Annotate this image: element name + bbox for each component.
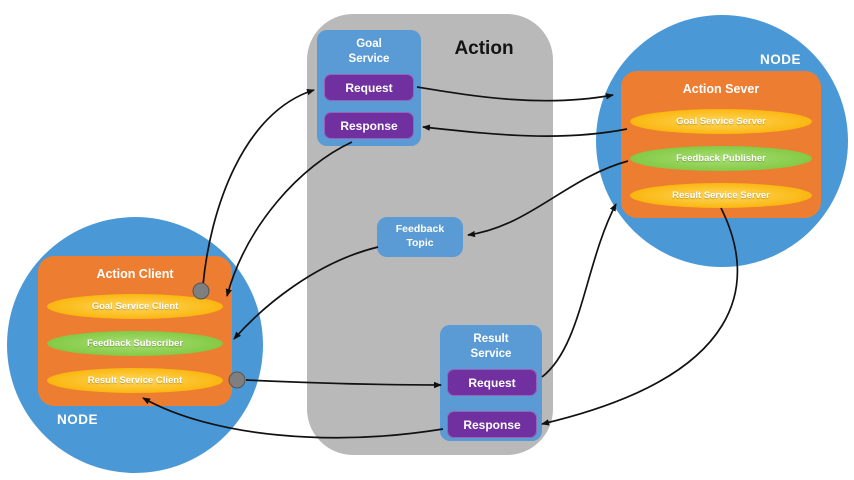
feedback-publisher-pill: Feedback Publisher	[630, 146, 812, 171]
feedback-subscriber-pill: Feedback Subscriber	[47, 331, 223, 356]
action-client-panel: Action Client Goal Service Client Feedba…	[38, 256, 232, 406]
goal-response-button: Response	[324, 112, 414, 139]
feedback-topic-title: Feedback Topic	[395, 223, 445, 249]
goal-service-server-pill: Goal Service Server	[630, 109, 812, 134]
action-server-title: Action Sever	[682, 82, 760, 96]
goal-request-button: Request	[324, 74, 414, 101]
client-node-label: NODE	[57, 412, 99, 427]
result-service-box: Result Service Request Response	[440, 325, 542, 441]
result-service-title: Result Service	[470, 333, 512, 360]
goal-service-client-pill: Goal Service Client	[47, 294, 223, 319]
server-node-label: NODE	[760, 52, 802, 67]
arrow-result-request-to-server	[541, 203, 617, 378]
result-service-client-pill: Result Service Client	[47, 368, 223, 393]
feedback-topic-box: Feedback Topic	[377, 217, 463, 257]
goal-service-box: Goal Service Request Response	[317, 30, 421, 146]
action-server-panel: Action Sever Goal Service Server Feedbac…	[621, 71, 821, 218]
result-response-button: Response	[447, 411, 537, 438]
result-service-server-pill: Result Service Server	[630, 183, 812, 208]
action-title: Action	[454, 38, 514, 59]
action-client-title: Action Client	[96, 267, 174, 281]
goal-service-title: Goal Service	[348, 38, 390, 65]
result-request-button: Request	[447, 369, 537, 396]
